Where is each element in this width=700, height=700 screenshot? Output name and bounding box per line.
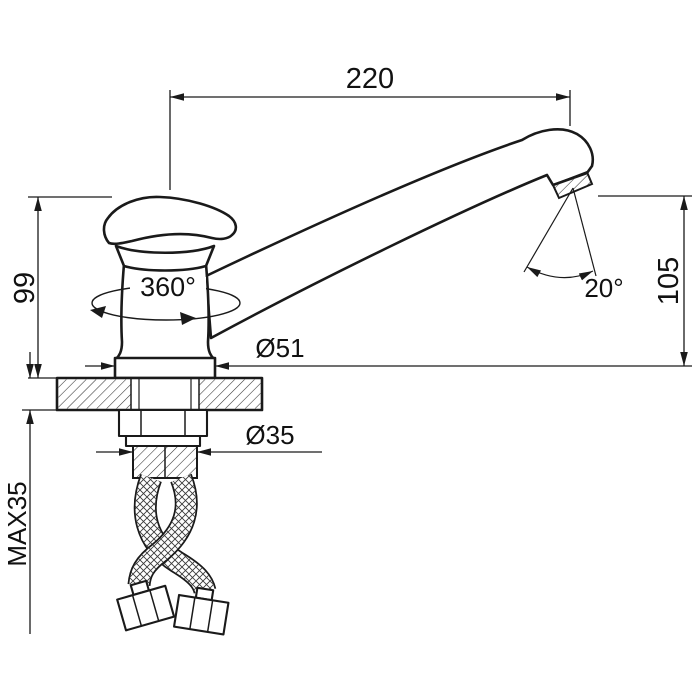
hose-connector-nut-right (173, 586, 230, 636)
dim-label-spout-reach: 220 (346, 63, 394, 95)
supply-hoses (116, 473, 230, 636)
label-mask (130, 277, 206, 300)
hose-crimp-sleeves (132, 445, 198, 479)
hose-right (135, 474, 215, 594)
rotation-arrow-right (180, 312, 196, 325)
countertop-section (55, 376, 264, 412)
dim-label-base-diameter: Ø51 (255, 333, 304, 363)
dim-label-hole-diameter: Ø35 (245, 420, 294, 450)
rotation-arrow-left (90, 306, 106, 318)
hose-left (129, 474, 197, 587)
base-flange (113, 356, 217, 380)
handle-cap (114, 244, 216, 272)
dim-label-outlet-angle: 20° (584, 273, 623, 303)
hose-connector-nut-left (116, 579, 176, 632)
dim-label-body-height: 99 (9, 272, 41, 304)
outlet-angle-indicator (523, 187, 597, 281)
faucet-spout-arm (204, 128, 595, 340)
dimension-lines (22, 90, 692, 634)
dim-label-swivel-angle: 360° (140, 272, 196, 302)
aerator (551, 170, 594, 200)
dim-label-max-thickness: MAX35 (2, 481, 32, 566)
dim-label-spout-height: 105 (653, 257, 685, 305)
dimension-labels: 220 99 105 MAX35 360° Ø51 Ø35 20° (2, 63, 685, 567)
faucet-lever-handle (102, 195, 238, 246)
washer (124, 434, 202, 448)
mounting-nut (117, 408, 209, 448)
